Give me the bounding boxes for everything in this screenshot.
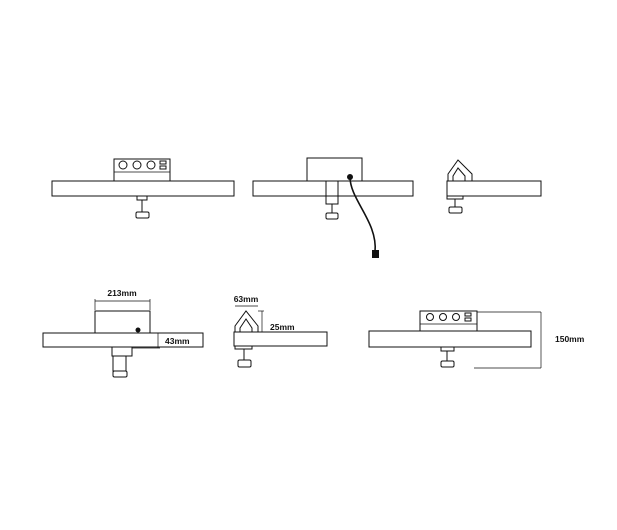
clamp-knob (237, 359, 252, 368)
usb-port-icon (159, 160, 167, 165)
desk-board (446, 180, 542, 197)
socket-icon (439, 313, 447, 321)
side-view (446, 159, 542, 214)
desk-board (368, 330, 532, 348)
usb-port-icon (159, 165, 167, 170)
cable-plug (372, 250, 379, 258)
power-cable (349, 176, 376, 253)
socket-icon (132, 160, 142, 170)
dimension-view-width: 213mm 43mm (42, 288, 204, 378)
socket-icon (118, 160, 128, 170)
dimension-view-side: 63mm 25mm (233, 294, 328, 368)
power-unit (306, 157, 363, 182)
cable-outlet-icon (135, 327, 141, 333)
clamp-plate (136, 195, 148, 201)
clamp-body (325, 180, 339, 197)
socket-unit (419, 310, 478, 332)
clamp-body (111, 346, 133, 357)
socket-unit (113, 158, 171, 182)
socket-icon (452, 313, 460, 321)
desk-board (51, 180, 235, 197)
socket-icon (146, 160, 156, 170)
unit-profile (234, 310, 259, 333)
clamp-jaw (325, 195, 339, 205)
clamp-plate (446, 195, 464, 200)
clamp-jaw (112, 355, 127, 372)
socket-icon (426, 313, 434, 321)
clamp-plate (234, 345, 253, 350)
max-thickness-label: 150mm (555, 334, 585, 344)
front-view-sockets (51, 158, 235, 219)
power-unit (94, 310, 151, 334)
side-height-label: 25mm (270, 322, 295, 332)
clamp-depth-label: 43mm (165, 336, 190, 346)
clamp-knob (135, 211, 150, 219)
rear-view-cable (252, 157, 414, 258)
usb-port-icon (464, 317, 472, 322)
clamp-knob (448, 206, 463, 214)
side-width-label: 63mm (234, 294, 259, 304)
desk-board (233, 331, 328, 347)
usb-port-icon (464, 312, 472, 317)
clamp-knob (325, 212, 339, 220)
width-label: 213mm (107, 288, 137, 298)
dimension-view-thickness: 150mm (368, 310, 585, 369)
clamp-knob (112, 370, 128, 378)
clamp-plate (440, 346, 455, 352)
clamp-knob (440, 360, 455, 368)
